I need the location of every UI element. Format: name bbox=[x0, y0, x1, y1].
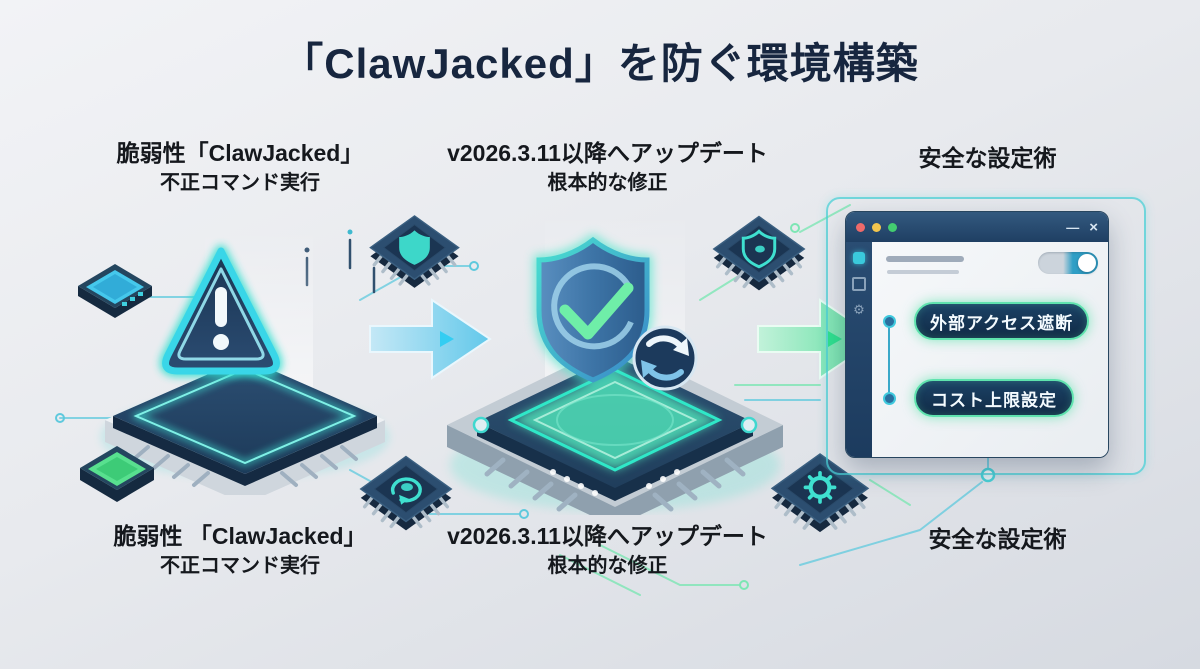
label-update-bottom: v2026.3.11以降へアップデート 根本的な修正 bbox=[415, 521, 800, 580]
label-line: v2026.3.11以降へアップデート bbox=[447, 523, 768, 549]
label-line: 安全な設定術 bbox=[918, 145, 1057, 171]
traffic-light-yellow-icon[interactable] bbox=[872, 222, 881, 232]
label-line: 根本的な修正 bbox=[547, 555, 668, 578]
sync-refresh-icon bbox=[632, 325, 698, 391]
page-title: 「ClawJacked」を防ぐ環境構築 bbox=[281, 40, 919, 87]
traffic-light-green-icon[interactable] bbox=[888, 222, 897, 232]
shield-check-icon bbox=[534, 233, 652, 386]
shield-icon bbox=[399, 230, 430, 265]
cost-limit-button[interactable]: コスト上限設定 bbox=[914, 379, 1074, 417]
label-line: v2026.3.11以降へアップデート bbox=[447, 140, 768, 166]
arrow-right-cyan bbox=[369, 298, 492, 380]
connector-line bbox=[888, 322, 890, 398]
refresh-icon bbox=[390, 477, 422, 505]
skeleton-text-line bbox=[886, 256, 964, 262]
chip-refresh bbox=[359, 455, 453, 531]
label-line: 安全な設定術 bbox=[928, 526, 1067, 552]
module-green bbox=[80, 446, 154, 502]
label-update-top: v2026.3.11以降へアップデート 根本的な修正 bbox=[415, 138, 800, 197]
gear-icon bbox=[803, 470, 837, 504]
chip-shield bbox=[369, 215, 460, 288]
settings-window: — × ⚙ 外部アクセス遮断 コスト上限設定 bbox=[845, 211, 1109, 458]
vulnerable-chip-illustration bbox=[100, 245, 390, 495]
connector-dot bbox=[883, 392, 896, 405]
sidebar-item-active-icon[interactable] bbox=[853, 252, 865, 264]
warning-triangle-icon bbox=[159, 245, 283, 377]
protected-chip-illustration bbox=[447, 233, 783, 515]
skeleton-text-line bbox=[887, 270, 959, 274]
label-settings-top: 安全な設定術 bbox=[870, 143, 1105, 174]
sidebar-item-gear-icon[interactable]: ⚙ bbox=[853, 303, 865, 318]
module-teal bbox=[78, 264, 152, 318]
traffic-light-red-icon[interactable] bbox=[856, 222, 865, 232]
block-external-access-button[interactable]: 外部アクセス遮断 bbox=[914, 302, 1090, 340]
toggle-switch[interactable] bbox=[1038, 252, 1098, 274]
sidebar-item-square-icon[interactable] bbox=[852, 277, 866, 291]
label-line: 根本的な修正 bbox=[547, 172, 668, 195]
label-line: 不正コマンド実行 bbox=[160, 555, 320, 578]
label-line: 脆弱性 「ClawJacked」 bbox=[113, 523, 367, 549]
window-content: 外部アクセス遮断 コスト上限設定 bbox=[872, 242, 1108, 457]
label-vulnerability-top: 脆弱性「ClawJacked」 不正コマンド実行 bbox=[75, 138, 405, 197]
window-sidebar: ⚙ bbox=[846, 242, 872, 457]
close-icon[interactable]: × bbox=[1089, 218, 1098, 236]
window-titlebar: — × bbox=[846, 212, 1108, 242]
chip-shield-outline bbox=[712, 215, 806, 291]
label-line: 不正コマンド実行 bbox=[160, 172, 320, 195]
label-settings-bottom: 安全な設定術 bbox=[880, 524, 1115, 555]
minimize-icon[interactable]: — bbox=[1066, 219, 1080, 235]
chip-gear bbox=[770, 453, 870, 533]
shield-outline-icon bbox=[741, 229, 777, 269]
toggle-knob[interactable] bbox=[1078, 254, 1096, 272]
connector-dot bbox=[883, 315, 896, 328]
label-line: 脆弱性「ClawJacked」 bbox=[116, 140, 364, 166]
label-vulnerability-bottom: 脆弱性 「ClawJacked」 不正コマンド実行 bbox=[75, 521, 405, 580]
window-outline-frame bbox=[826, 197, 1146, 475]
